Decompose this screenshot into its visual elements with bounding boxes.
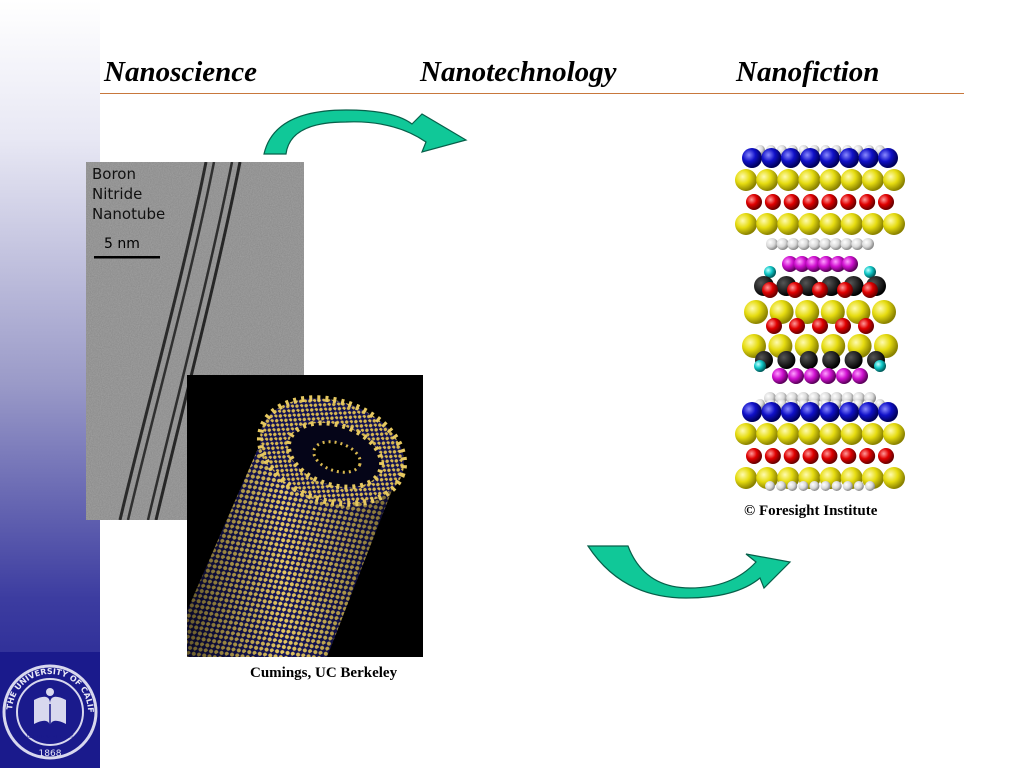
university-seal-icon: THE UNIVERSITY OF CALIFORNIA 1868 LET TH… — [0, 652, 100, 768]
curved-arrow-icon — [263, 109, 468, 155]
seal-year: 1868 — [39, 749, 62, 759]
heading-nanoscience: Nanoscience — [104, 56, 258, 88]
caption-right: © Foresight Institute — [744, 503, 878, 519]
nanotube-rendering — [187, 375, 423, 657]
seal-motto: LET THERE BE LIGHT — [27, 734, 74, 740]
title-rule — [100, 93, 964, 94]
curved-arrow-icon — [586, 545, 792, 599]
caption-left: Cumings, UC Berkeley — [250, 665, 398, 681]
heading-nanotechnology: Nanotechnology — [420, 56, 617, 88]
micrograph-label: Boron Nitride Nanotube — [92, 165, 166, 223]
scale-bar-label: 5 nm — [104, 236, 140, 252]
heading-nanofiction: Nanofiction — [736, 56, 880, 88]
sidebar-gradient — [0, 0, 100, 768]
molecular-model-image — [735, 145, 905, 491]
